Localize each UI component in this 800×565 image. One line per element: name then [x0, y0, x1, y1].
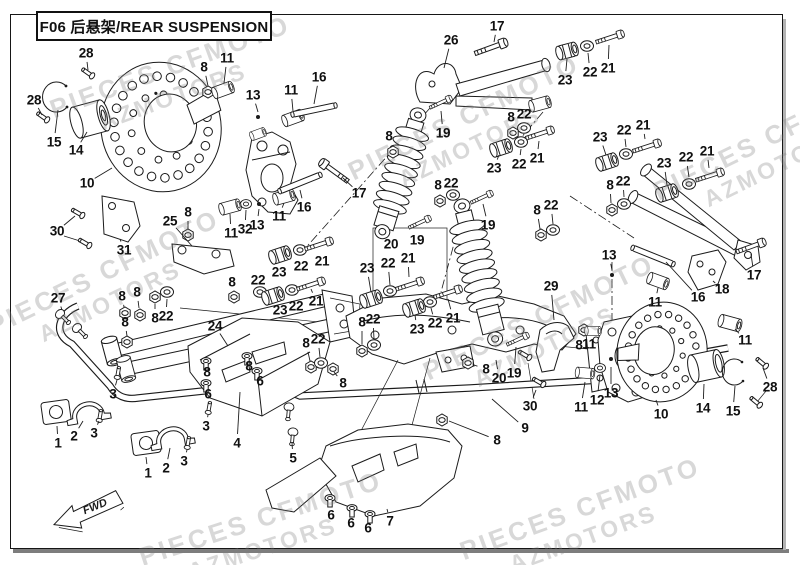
fwd-arrow: FWD [52, 490, 125, 533]
brake-hose-bracket [171, 243, 235, 275]
stabilizer-bushing [40, 399, 72, 425]
pins [256, 115, 614, 361]
frame-shadow-bottom [13, 549, 789, 553]
right-wheel-bearing [687, 349, 725, 383]
left-circlip [42, 81, 69, 113]
left-wheel-bearing [69, 99, 111, 139]
page-title: F06 后悬架/REAR SUSPENSION [39, 18, 269, 36]
right-circlip [721, 358, 745, 386]
shock-absorber-right [449, 198, 505, 347]
upper-a-arm-left [415, 57, 553, 114]
stabilizer-link-right [282, 402, 299, 447]
diagram-frame [10, 14, 783, 549]
arm-bracket-18 [687, 249, 727, 291]
left-brake-disc [100, 61, 222, 193]
shock-absorber-left [373, 107, 429, 240]
skid-plate [265, 423, 463, 517]
frame-shadow-right [783, 19, 786, 550]
title-box: F06 后悬架/REAR SUSPENSION [36, 11, 272, 41]
right-brake-disc [616, 301, 708, 403]
stabilizer-clamp [66, 401, 112, 427]
stabilizer-clamp [150, 426, 196, 452]
shock-bracket [535, 322, 575, 373]
caliper-bracket [101, 195, 141, 243]
